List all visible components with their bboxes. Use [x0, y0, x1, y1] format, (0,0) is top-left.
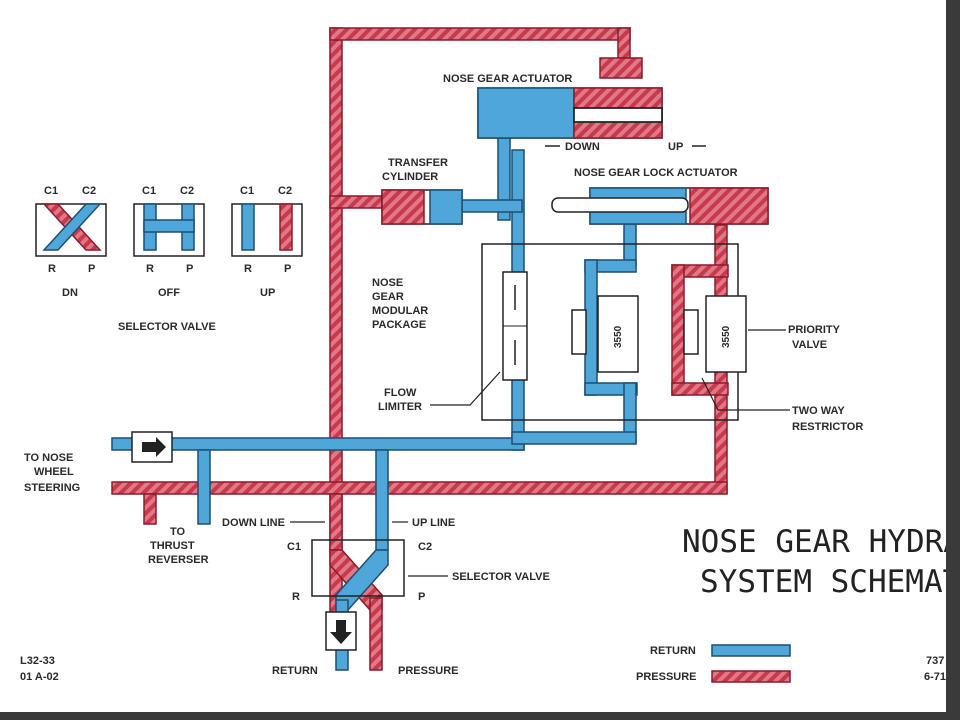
bottom-edge: [0, 712, 960, 720]
label-steering: STEERING: [24, 482, 80, 494]
svg-text:C1: C1: [142, 185, 156, 197]
label-return: RETURN: [272, 665, 318, 677]
svg-text:P: P: [88, 263, 95, 275]
two-way-restrictor: TWO WAY RESTRICTOR: [701, 377, 863, 433]
label-wheel: WHEEL: [34, 466, 74, 478]
label-priority: PRIORITY: [788, 324, 841, 336]
selector-valve-legend: C1 C2 R P DN C1 C2 R P OFF C1 C2: [35, 185, 303, 333]
nose-gear-actuator: NOSE GEAR ACTUATOR DOWN UP: [443, 73, 706, 153]
svg-text:R: R: [244, 263, 252, 275]
svg-text:C2: C2: [180, 185, 194, 197]
label-selector-valve: SELECTOR VALVE: [452, 571, 550, 583]
title-line-1: NOSE GEAR HYDRAULIC: [682, 524, 960, 560]
svg-text:C2: C2: [82, 185, 96, 197]
label-sv-off: OFF: [158, 287, 180, 299]
label-nose-gear-actuator: NOSE GEAR ACTUATOR: [443, 73, 572, 85]
code-1: L32-33: [20, 655, 55, 667]
svg-text:C1: C1: [240, 185, 254, 197]
label-modular-4: PACKAGE: [372, 319, 426, 331]
svg-text:C1: C1: [44, 185, 58, 197]
nose-gear-lock-actuator: NOSE GEAR LOCK ACTUATOR: [551, 167, 769, 225]
label-reverser: REVERSER: [148, 554, 209, 566]
label-c1: C1: [287, 541, 301, 553]
label-r: R: [292, 591, 300, 603]
label-modular-1: NOSE: [372, 277, 403, 289]
svg-text:C2: C2: [278, 185, 292, 197]
label-selector-valve-legend: SELECTOR VALVE: [118, 321, 216, 333]
label-to: TO: [170, 526, 186, 538]
priority-valve-left: 3550: [571, 295, 639, 373]
label-up-line: UP LINE: [412, 517, 455, 529]
legend-return-label: RETURN: [650, 645, 696, 657]
line-legend: RETURN PRESSURE: [636, 644, 791, 683]
label-c2: C2: [418, 541, 432, 553]
svg-text:P: P: [186, 263, 193, 275]
label-flow: FLOW: [384, 387, 417, 399]
priority-valve-right: 3550 PRIORITY VALVE: [683, 295, 841, 373]
label-lock-actuator: NOSE GEAR LOCK ACTUATOR: [574, 167, 738, 179]
label-thrust: THRUST: [150, 540, 195, 552]
flow-limiter: FLOW LIMITER: [378, 271, 528, 413]
label-cylinder: CYLINDER: [382, 171, 438, 183]
label-valve: VALVE: [792, 339, 827, 351]
label-up: UP: [668, 141, 683, 153]
arrow-down-icon: [330, 620, 352, 644]
label-p: P: [418, 591, 425, 603]
label-two-way: TWO WAY: [792, 405, 845, 417]
legend-pressure-label: PRESSURE: [636, 671, 697, 683]
label-down-line: DOWN LINE: [222, 517, 285, 529]
svg-text:P: P: [284, 263, 291, 275]
transfer-cylinder: TRANSFER CYLINDER: [381, 157, 463, 225]
flow-limiter-leader: [430, 371, 501, 406]
right-edge: [946, 0, 960, 712]
valve-number-right: 3550: [721, 325, 732, 348]
label-modular-3: MODULAR: [372, 305, 428, 317]
pressure-lines: [111, 27, 729, 671]
selector-off: C1 C2 R P OFF: [133, 185, 205, 299]
label-sv-up: UP: [260, 287, 275, 299]
ref-1: 737: [926, 655, 944, 667]
label-sv-dn: DN: [62, 287, 78, 299]
label-to-nose: TO NOSE: [24, 452, 73, 464]
label-down: DOWN: [565, 141, 600, 153]
legend-pressure-swatch: [711, 670, 791, 683]
legend-return-swatch: [711, 644, 791, 657]
selector-dn: C1 C2 R P DN: [35, 185, 107, 299]
svg-text:R: R: [146, 263, 154, 275]
label-modular-2: GEAR: [372, 291, 404, 303]
arrow-right-icon: [142, 437, 166, 457]
selector-up: C1 C2 R P UP: [231, 185, 303, 299]
ref-2: 6-71: [924, 671, 946, 683]
label-pressure: PRESSURE: [398, 665, 459, 677]
label-limiter: LIMITER: [378, 401, 422, 413]
main-selector-valve: C1 C2 R P SELECTOR VALVE RETURN PRESSURE: [272, 539, 550, 677]
valve-number-left: 3550: [613, 325, 624, 348]
label-restrictor: RESTRICTOR: [792, 421, 863, 433]
nose-wheel-steering: TO NOSE WHEEL STEERING: [24, 431, 173, 494]
code-2: 01 A-02: [20, 671, 59, 683]
svg-text:R: R: [48, 263, 56, 275]
title-line-2: SYSTEM SCHEMATIC: [700, 564, 960, 600]
label-transfer: TRANSFER: [388, 157, 448, 169]
